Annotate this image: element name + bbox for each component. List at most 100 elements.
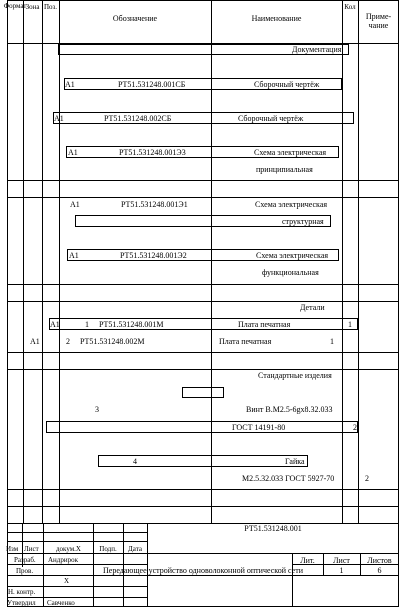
row-designation: РТ51.531248.001Э1 [121, 200, 188, 209]
col-line-format [23, 0, 24, 523]
tb-prov-name: Х [64, 577, 70, 585]
row-box [67, 249, 339, 261]
header-pos: Поз. [43, 3, 58, 11]
tb-line [7, 564, 147, 565]
row-name: Винт В.М2.5-6gх8.32.033 [246, 405, 333, 414]
row-pos: 1 [85, 320, 89, 329]
row-name: Сборочный чертёж [254, 80, 320, 89]
row-designation: РТ51.531248.002М [80, 337, 145, 346]
tb-vline [22, 523, 23, 567]
tb-vline [360, 553, 361, 575]
col-line-zone [42, 0, 43, 523]
row-name: Гайка [285, 457, 305, 466]
tb-izm: Изм [6, 545, 19, 553]
tb-list-value: 1 [339, 566, 344, 575]
header-qty: Кол [344, 3, 356, 11]
row-name-cont: принципиальная [256, 165, 313, 174]
row-designation: РТ51.531248.001Э2 [120, 251, 187, 260]
row-name: ГОСТ 14191-80 [232, 423, 286, 432]
col-line-qty [358, 0, 359, 523]
table-bottom [7, 523, 399, 524]
tb-vline [93, 523, 94, 607]
tb-prov: Пров. [16, 567, 34, 575]
row-format: А1 [50, 320, 60, 329]
tb-razrab-name: Андрирок [48, 556, 79, 564]
row-box [64, 78, 342, 90]
row-designation: РТ51.531248.001СБ [118, 80, 186, 89]
row-line [7, 197, 399, 198]
row-pos: 4 [133, 457, 137, 466]
row-line [7, 369, 399, 370]
tb-sheets-label: Листов [367, 556, 392, 565]
tb-utv: Утвердил [7, 599, 36, 607]
row-line [7, 284, 399, 285]
row-box [53, 112, 354, 124]
row-name: Схема электрическая [255, 200, 328, 209]
header-name: Наименование [251, 14, 302, 23]
header-format: Формат [3, 2, 27, 10]
col-line-name [342, 0, 343, 523]
drawing-frame [7, 0, 399, 607]
row-line [7, 180, 399, 181]
tb-line [292, 564, 399, 565]
section-box [58, 44, 349, 55]
row-name: Сборочный чертёж [238, 114, 304, 123]
tb-sheets-value: 6 [377, 566, 382, 575]
tb-date: Дата [128, 545, 142, 553]
row-name: Схема электрическая [256, 251, 329, 260]
row-format: А1 [30, 337, 40, 346]
row-qty: 1 [330, 337, 334, 346]
row-designation: РТ51.531248.001М [99, 320, 164, 329]
tb-docnum: докум.Х [55, 545, 81, 553]
row-pos: 2 [66, 337, 70, 346]
col-line-designation [211, 0, 212, 523]
section-standard: Стандартные изделия [258, 371, 332, 380]
row-box [66, 146, 339, 158]
col-line-pos [59, 0, 60, 523]
row-box [98, 455, 308, 467]
header-designation: Обозначение [112, 14, 158, 23]
header-zone: Зона [25, 3, 40, 11]
row-format: А1 [70, 200, 80, 209]
tb-line [7, 532, 147, 533]
tb-lit: Лит. [300, 556, 315, 565]
tb-line [7, 586, 147, 587]
tb-vline [147, 523, 148, 607]
tb-list: Лист [24, 545, 39, 553]
tb-line [7, 541, 147, 542]
row-name-cont: структурная [282, 217, 324, 226]
row-line [7, 506, 399, 507]
row-designation: РТ51.531248.002СБ [104, 114, 172, 123]
row-name: Схема электрическая [254, 148, 327, 157]
tb-line [7, 553, 399, 554]
empty-box [182, 387, 224, 398]
row-format: А1 [68, 148, 78, 157]
row-qty: 1 [348, 320, 352, 329]
tb-vline [43, 523, 44, 607]
row-designation: РТ51.531248.001Э3 [119, 148, 186, 157]
header-bottom [7, 43, 399, 44]
tb-title: Передающее устройство одноволоконной опт… [103, 566, 304, 575]
section-details: Детали [300, 303, 325, 312]
tb-sign: Подп. [99, 545, 117, 553]
section-documentation: Документация [292, 45, 342, 54]
row-format: А1 [54, 114, 64, 123]
row-name-cont: функциональная [262, 268, 319, 277]
row-line [7, 301, 399, 302]
tb-vline [323, 553, 324, 575]
tb-nkontr: Н. контр. [8, 588, 36, 596]
row-name: М2.5.32.033 ГОСТ 5927-70 [242, 474, 335, 483]
tb-razrab: Разраб. [14, 556, 36, 564]
row-box [46, 421, 358, 433]
row-name: Плата печатная [219, 337, 272, 346]
tb-code: РТ51.531248.001 [244, 524, 302, 533]
tb-utv-name: Савченко [47, 599, 75, 607]
tb-list-label: Лист [333, 556, 350, 565]
row-box [49, 318, 358, 330]
row-line [7, 489, 399, 490]
row-format: А1 [69, 251, 79, 260]
row-line [7, 352, 399, 353]
tb-vline [292, 553, 293, 607]
row-qty: 2 [365, 474, 369, 483]
row-format: А1 [65, 80, 75, 89]
